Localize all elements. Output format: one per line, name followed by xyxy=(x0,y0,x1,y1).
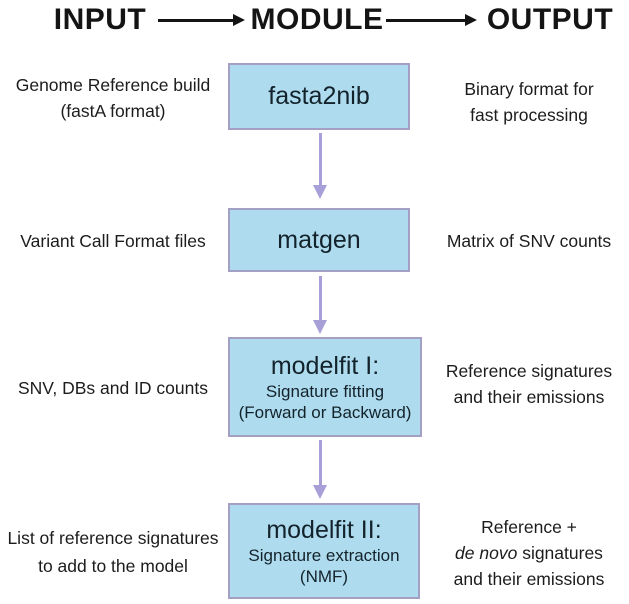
output-text-line: de novo signatures xyxy=(430,540,628,566)
input-text-genome-reference: Genome Reference build (fastA format) xyxy=(0,72,226,124)
input-text-snv-db-id-counts: SNV, DBs and ID counts xyxy=(0,375,226,401)
module-subtitle: (NMF) xyxy=(299,566,349,586)
output-text-line: Reference + xyxy=(481,517,577,537)
flow-arrow-3 xyxy=(314,440,326,499)
output-text-de-novo-signatures: Reference + de novo signatures and their… xyxy=(430,514,628,592)
flow-arrow-2 xyxy=(314,276,326,334)
output-text-line: Matrix of SNV counts xyxy=(446,231,612,251)
module-title: fasta2nib xyxy=(268,82,370,110)
output-text-line: and their emissions xyxy=(453,569,605,589)
input-text-line: Genome Reference build xyxy=(15,75,211,95)
module-box-modelfit-1: modelfit I: Signature fitting (Forward o… xyxy=(228,337,422,437)
input-text-line: (fastA format) xyxy=(60,101,166,121)
output-text-line: Reference signatures xyxy=(445,361,613,381)
header-input-label: INPUT xyxy=(53,3,147,36)
header-module-label: MODULE xyxy=(250,3,384,36)
header-arrow-module-to-output xyxy=(386,14,477,25)
input-text-line: SNV, DBs and ID counts xyxy=(17,378,208,398)
output-text-snv-matrix: Matrix of SNV counts xyxy=(430,228,628,254)
module-title: modelfit I: xyxy=(270,351,380,380)
output-text-rest: signatures xyxy=(517,543,603,563)
module-box-matgen: matgen xyxy=(228,208,410,272)
module-subtitle: Signature fitting xyxy=(265,381,385,401)
flow-arrow-1 xyxy=(314,133,326,199)
module-subtitle: (Forward or Backward) xyxy=(238,402,412,422)
output-text-reference-signatures: Reference signatures and their emissions xyxy=(430,358,628,410)
input-text-line: to add to the model xyxy=(38,556,188,576)
output-text-line: and their emissions xyxy=(453,387,605,407)
output-text-binary-format: Binary format for fast processing xyxy=(430,76,628,128)
module-subtitle: Signature extraction xyxy=(248,545,400,565)
output-text-line: Binary format for xyxy=(464,79,594,99)
input-text-line: Variant Call Format files xyxy=(20,231,206,251)
header-output-label: OUTPUT xyxy=(486,3,614,36)
input-text-reference-signature-list: List of reference signatures to add to t… xyxy=(0,524,226,580)
module-title: matgen xyxy=(277,225,361,254)
header-arrow-input-to-module xyxy=(158,14,245,25)
module-box-fasta2nib: fasta2nib xyxy=(228,63,410,130)
output-text-line: fast processing xyxy=(470,105,588,125)
module-title: modelfit II: xyxy=(266,515,382,544)
input-text-vcf-files: Variant Call Format files xyxy=(0,228,226,254)
module-box-modelfit-2: modelfit II: Signature extraction (NMF) xyxy=(228,503,420,599)
output-text-italic: de novo xyxy=(455,543,518,563)
input-text-line: List of reference signatures xyxy=(7,528,219,548)
